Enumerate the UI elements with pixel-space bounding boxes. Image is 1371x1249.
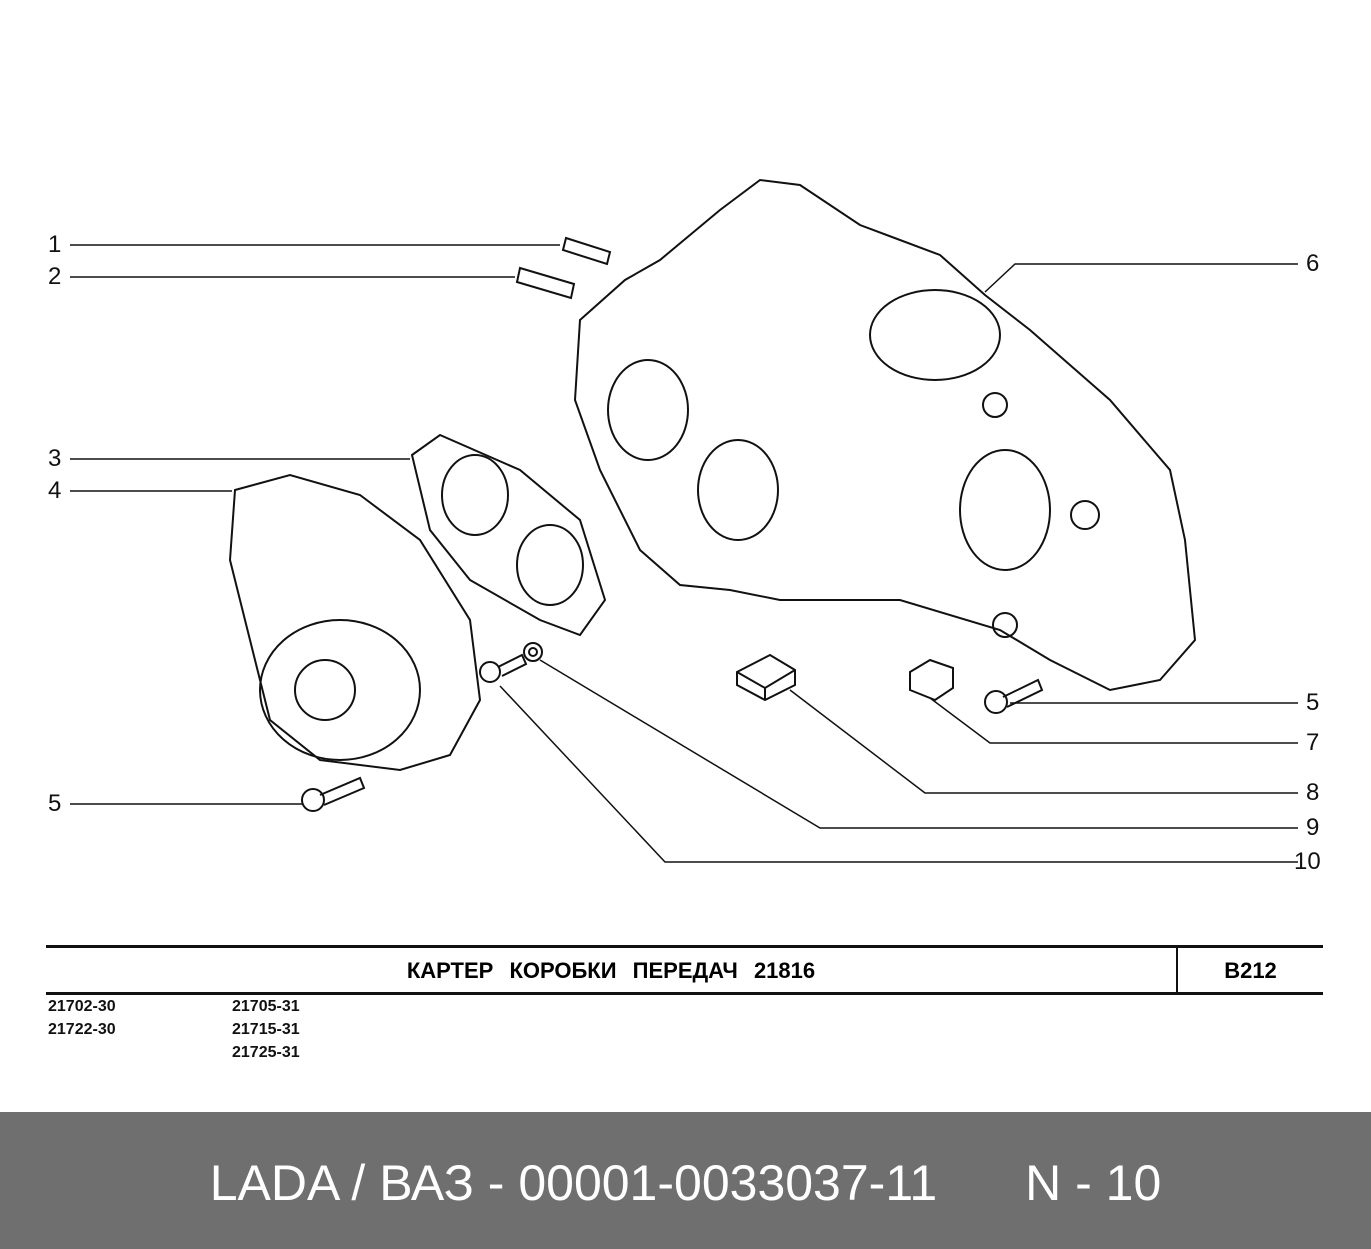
bolt-5-left [301,776,366,812]
rear-cover [228,473,482,772]
magnet-8 [736,653,796,702]
callout-10: 10 [1294,848,1321,875]
drain-plug-7 [909,658,954,702]
callout-1: 1 [48,231,62,258]
diagram-title: КАРТЕР КОРОБКИ ПЕРЕДАЧ 21816 [406,958,816,983]
callout-2: 2 [48,263,62,290]
model-code: 21705-31 [232,998,300,1015]
footer-bar: LADA / ВАЗ - 00001-0033037-11 N - 10 [0,1112,1371,1249]
callout-3: 3 [48,445,62,472]
bolt-5-right [984,678,1044,714]
washer-9 [523,642,543,662]
exploded-parts-diagram [70,178,1298,863]
title-block: КАРТЕР КОРОБКИ ПЕРЕДАЧ 21816 B212 [46,945,1323,995]
stud-2 [515,266,576,300]
model-code: 21722-30 [48,1021,116,1038]
callout-9: 9 [1306,814,1320,841]
title-divider [1176,948,1178,992]
model-code: 21725-31 [232,1044,300,1061]
stud-1 [561,236,612,266]
screw-10 [479,653,528,683]
callout-7: 7 [1306,729,1320,756]
model-code: 21715-31 [232,1021,300,1038]
callout-5-left: 5 [48,790,62,817]
part-number: LADA / ВАЗ - 00001-0033037-11 [209,1155,938,1211]
callout-4: 4 [48,477,62,504]
gasket [410,433,607,637]
callout-5-right: 5 [1306,689,1320,716]
model-code: 21702-30 [48,998,116,1015]
callout-6: 6 [1306,250,1320,277]
position-number: N - 10 [1025,1155,1162,1211]
callout-8: 8 [1306,779,1320,806]
gearbox-housing [573,178,1197,692]
section-code: B212 [1224,958,1277,983]
leader-lines [70,244,1298,863]
